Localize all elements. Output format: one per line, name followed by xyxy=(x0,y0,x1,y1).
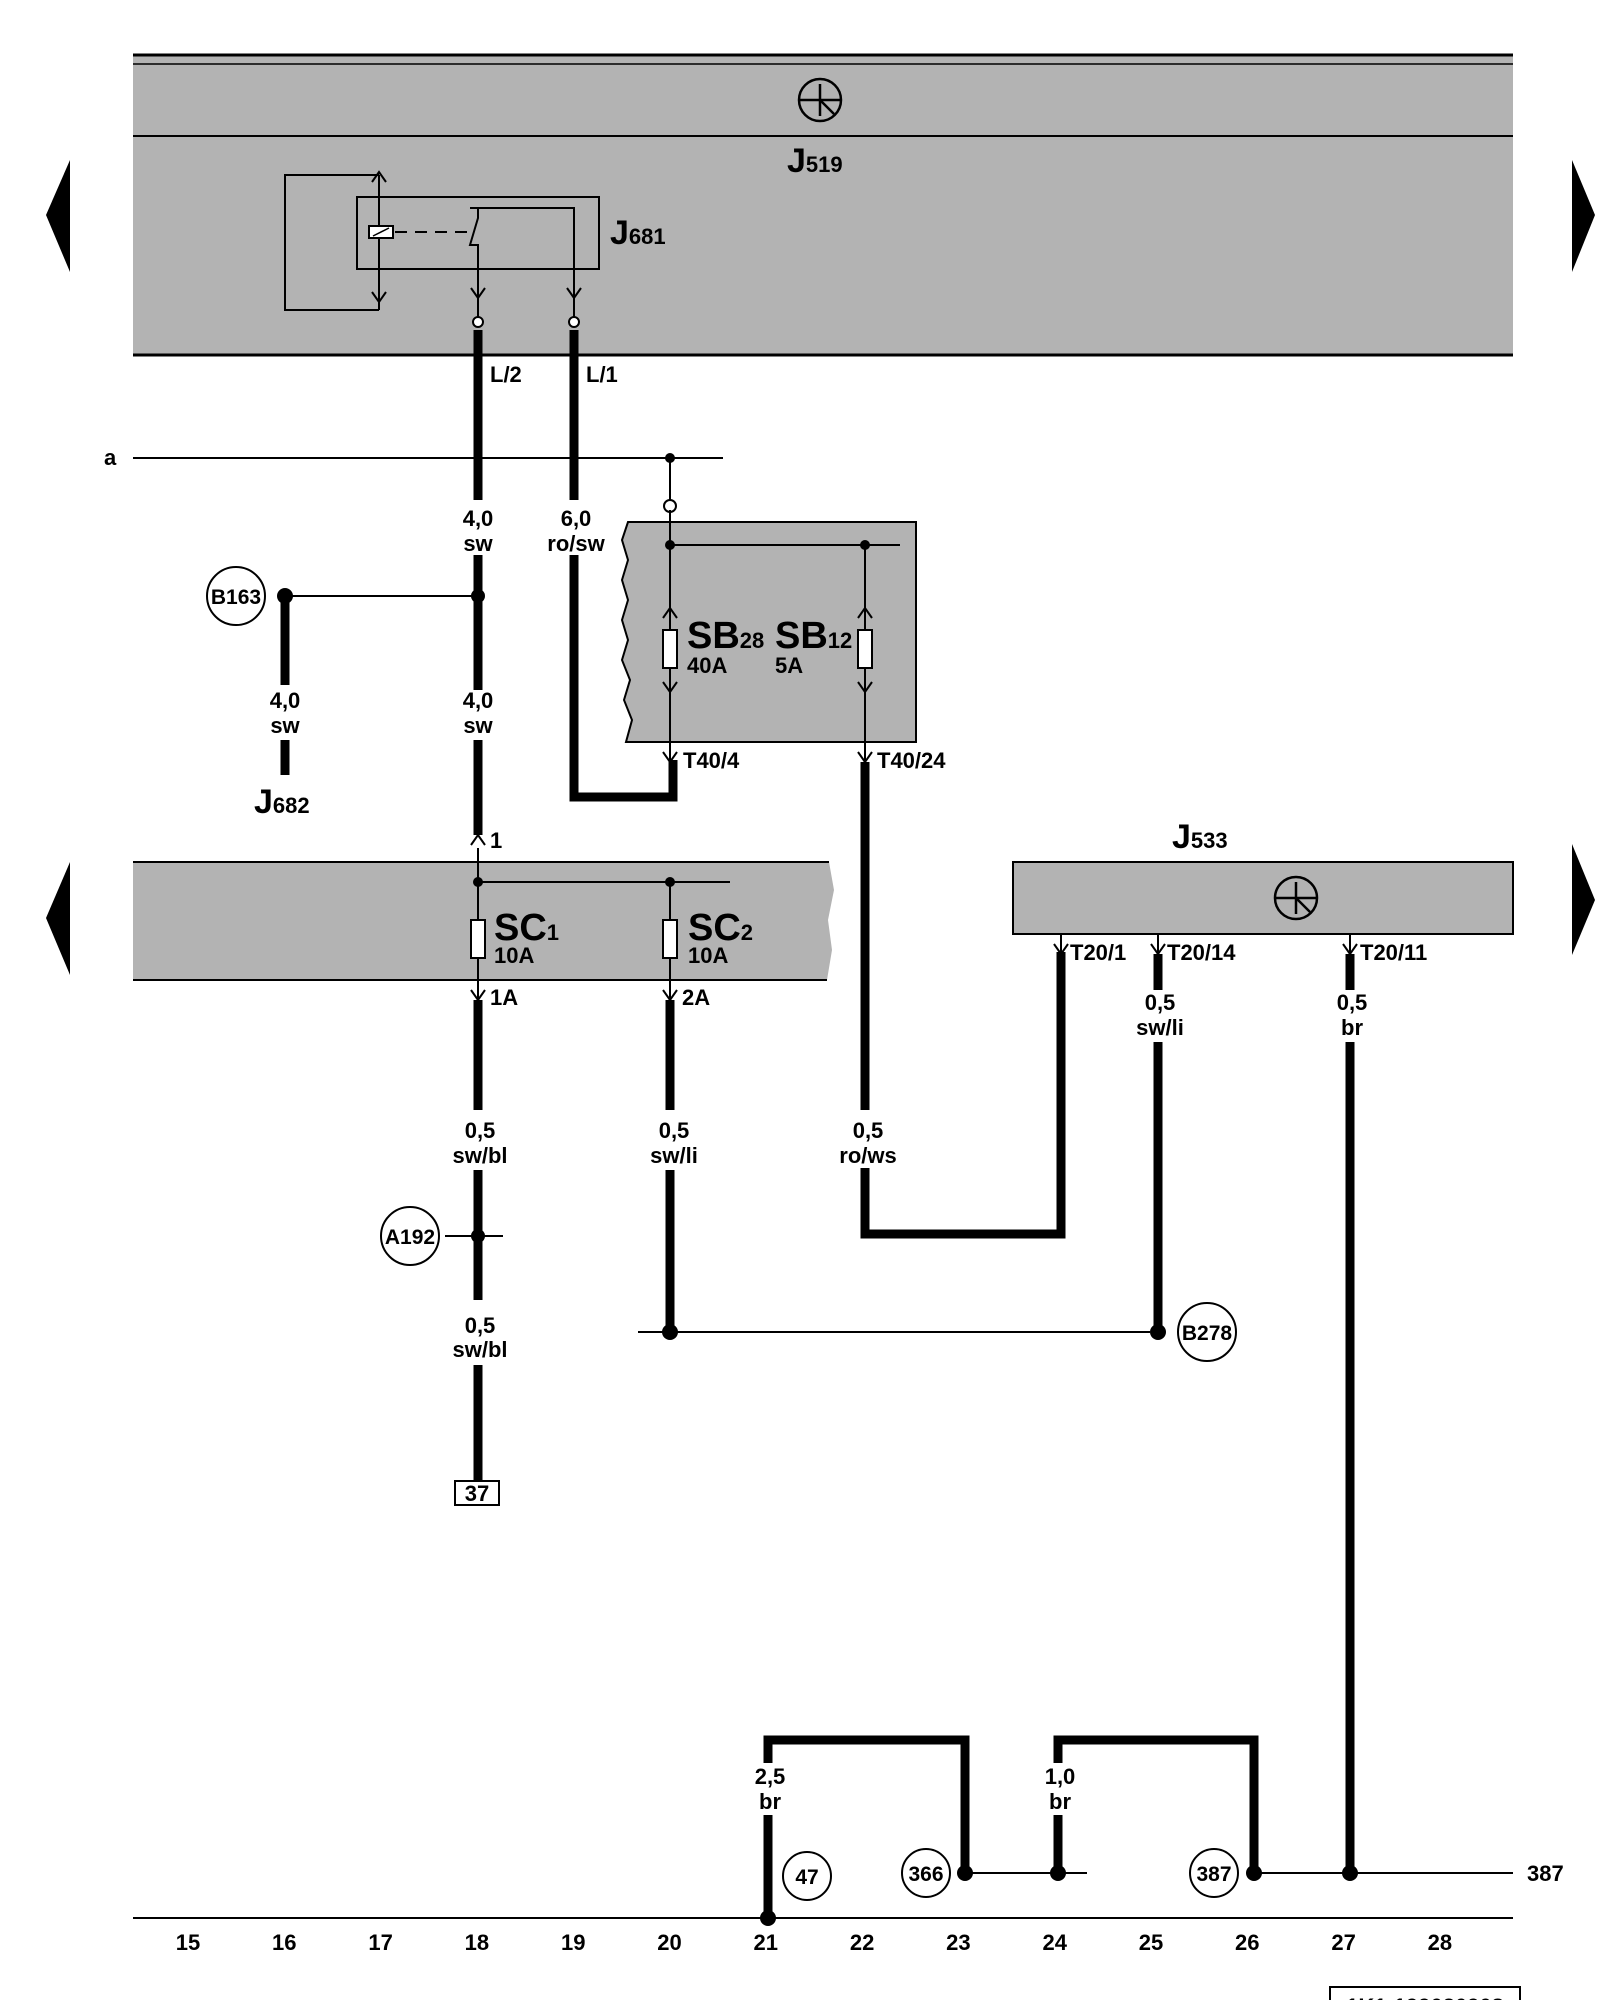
wire-b163-size: 4,0 xyxy=(270,688,301,713)
nav-right-arrow-bottom[interactable] xyxy=(1572,844,1595,955)
pin-sc-in: 1 xyxy=(490,828,502,853)
wire-1a-b-color: sw/bl xyxy=(452,1337,507,1362)
wire-1a-color: sw/bl xyxy=(452,1143,507,1168)
coordinate-15: 15 xyxy=(176,1930,200,1955)
svg-text:B163: B163 xyxy=(211,586,261,609)
coordinate-17: 17 xyxy=(368,1930,392,1955)
nav-right-arrow-top[interactable] xyxy=(1572,160,1595,272)
sb-fuse-holder: SB28 40A SB12 5A xyxy=(620,510,917,760)
nav-left-arrow-bottom[interactable] xyxy=(46,862,70,975)
electronic-module-icon xyxy=(1273,875,1319,921)
wire-br-24-size: 1,0 xyxy=(1045,1764,1076,1789)
fuse-sb12-label: SB12 xyxy=(775,615,852,657)
wire-t20-14-color: sw/li xyxy=(1136,1015,1184,1040)
wire-1a-size: 0,5 xyxy=(465,1118,496,1143)
wire-br-21-color: br xyxy=(759,1789,781,1814)
ref-box-37[interactable] xyxy=(454,1480,500,1506)
ground-point-47: 47 xyxy=(782,1851,832,1901)
coordinate-28: 28 xyxy=(1428,1930,1452,1955)
wire-l2-color: sw xyxy=(463,531,493,556)
wire-t20-11-size: 0,5 xyxy=(1337,990,1368,1015)
svg-text:B278: B278 xyxy=(1182,1322,1233,1345)
svg-text:366: 366 xyxy=(908,1863,943,1886)
pin-t40-24: T40/24 xyxy=(877,748,946,773)
coordinate-23: 23 xyxy=(946,1930,970,1955)
wire-t40-24-size: 0,5 xyxy=(853,1118,884,1143)
connector-b278: B278 xyxy=(1177,1302,1237,1362)
wire-l1-color: ro/sw xyxy=(547,531,605,556)
connector-b163: B163 xyxy=(206,566,266,626)
wire-l2-size: 4,0 xyxy=(463,506,494,531)
ground-point-387: 387 xyxy=(1189,1848,1239,1898)
wire-br-24-color: br xyxy=(1049,1789,1071,1814)
fuse-sc2-rating: 10A xyxy=(688,943,728,968)
wire-b163-color: sw xyxy=(270,713,300,738)
wire-t40-24-color: ro/ws xyxy=(839,1143,896,1168)
j519-control-unit: J519 xyxy=(133,53,1513,357)
coordinate-bar: 15 16 17 18 19 20 21 22 23 24 25 26 27 28 xyxy=(176,1930,1452,1955)
wire-br-21-size: 2,5 xyxy=(755,1764,786,1789)
fuse-sb28-rating: 40A xyxy=(687,653,727,678)
ref-a: a xyxy=(104,445,117,470)
wire-t20-14-size: 0,5 xyxy=(1145,990,1176,1015)
fuse-sc1-label: SC1 xyxy=(494,907,559,949)
wire-1a-b-size: 0,5 xyxy=(465,1313,496,1338)
ground-point-366: 366 xyxy=(901,1848,951,1898)
coordinate-25: 25 xyxy=(1139,1930,1163,1955)
fuse-sb12-rating: 5A xyxy=(775,653,803,678)
j681-label: J681 xyxy=(610,214,666,252)
wire-18b-size: 4,0 xyxy=(463,688,494,713)
doc-id-box xyxy=(1329,1986,1521,2000)
coordinate-21: 21 xyxy=(754,1930,778,1955)
coordinate-20: 20 xyxy=(657,1930,681,1955)
j533-gateway: J533 xyxy=(1012,818,1514,935)
pin-t20-11: T20/11 xyxy=(1360,940,1427,965)
pin-sc2-out: 2A xyxy=(682,985,710,1010)
coordinate-24: 24 xyxy=(1042,1930,1067,1955)
coordinate-16: 16 xyxy=(272,1930,296,1955)
electronic-module-icon xyxy=(797,77,843,123)
fuse-sb28-label: SB28 xyxy=(687,615,764,657)
svg-text:A192: A192 xyxy=(385,1226,435,1249)
j519-label: J519 xyxy=(787,142,843,180)
fuse-sc1-rating: 10A xyxy=(494,943,534,968)
wire-2a-color: sw/li xyxy=(650,1143,698,1168)
coordinate-26: 26 xyxy=(1235,1930,1259,1955)
doc-id: 1K1-199030908 xyxy=(1346,1994,1504,2000)
nav-left-arrow-top[interactable] xyxy=(46,160,70,272)
fuse-sc2-label: SC2 xyxy=(688,907,753,949)
wire-2a-size: 0,5 xyxy=(659,1118,690,1143)
pin-t20-14: T20/14 xyxy=(1167,940,1236,965)
connector-a192: A192 xyxy=(380,1206,440,1266)
pin-t20-1: T20/1 xyxy=(1070,940,1126,965)
ref-box-37-label: 37 xyxy=(465,1481,489,1506)
wire-t20-11-color: br xyxy=(1341,1015,1363,1040)
coordinate-22: 22 xyxy=(850,1930,874,1955)
wire-18b-color: sw xyxy=(463,713,493,738)
coordinate-27: 27 xyxy=(1331,1930,1355,1955)
svg-text:387: 387 xyxy=(1196,1863,1231,1886)
pin-sc1-out: 1A xyxy=(490,985,518,1010)
wire-l1-size: 6,0 xyxy=(561,506,592,531)
coordinate-19: 19 xyxy=(561,1930,585,1955)
ref-387: 387 xyxy=(1527,1861,1564,1886)
j682-label: J682 xyxy=(254,783,310,821)
j681-relay: J681 xyxy=(284,170,666,325)
pin-t40-4: T40/4 xyxy=(683,748,740,773)
svg-text:47: 47 xyxy=(795,1866,818,1889)
coordinate-18: 18 xyxy=(465,1930,489,1955)
pin-l1: L/1 xyxy=(586,362,618,387)
sc-fuse-holder: SC1 10A SC2 10A xyxy=(133,848,834,1000)
pin-l2: L/2 xyxy=(490,362,522,387)
j533-label: J533 xyxy=(1172,818,1228,856)
